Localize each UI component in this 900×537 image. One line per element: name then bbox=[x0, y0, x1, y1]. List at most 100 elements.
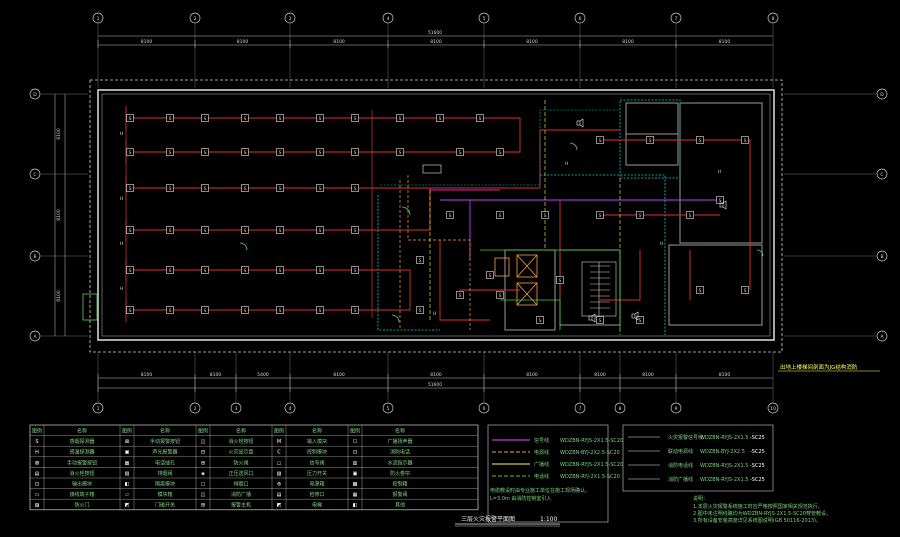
column-label-top: 8 bbox=[772, 16, 775, 22]
smoke-detector: S bbox=[316, 114, 324, 122]
legend-header: 图例 bbox=[198, 428, 208, 435]
legend-header: 图例 bbox=[32, 428, 42, 435]
svg-text:S: S bbox=[399, 116, 402, 122]
legend-name: 火灾显示盘 bbox=[228, 449, 253, 456]
cable-legend-box-1 bbox=[487, 424, 609, 523]
legend-name: 门磁开关 bbox=[155, 502, 175, 509]
legend-symbol: ▱ bbox=[125, 492, 129, 498]
column-label-top: 7 bbox=[675, 16, 678, 22]
column-label-top: 5 bbox=[483, 16, 486, 22]
smoke-detector: S bbox=[316, 148, 324, 156]
svg-text:S: S bbox=[129, 268, 132, 274]
smoke-detector: S bbox=[556, 276, 564, 284]
svg-text:S: S bbox=[129, 186, 132, 192]
speaker-icon bbox=[588, 313, 596, 323]
row-label: B bbox=[880, 254, 883, 260]
smoke-detector: S bbox=[241, 184, 249, 192]
heat-detector: H bbox=[120, 131, 123, 137]
legend-symbol: ▤ bbox=[277, 492, 282, 498]
svg-text:S: S bbox=[279, 308, 282, 314]
svg-text:S: S bbox=[169, 186, 172, 192]
legend-name: 控制模块 bbox=[307, 449, 327, 456]
cable-suffix: -SC25 bbox=[750, 477, 765, 483]
column-bubble-top bbox=[284, 12, 296, 24]
heat-detector: H bbox=[565, 161, 568, 167]
smoke-detector: S bbox=[276, 148, 284, 156]
smoke-detector: S bbox=[436, 114, 444, 122]
column-bubble-top bbox=[478, 12, 490, 24]
cable-spec: WDZBN-RYJS-2X1.5 bbox=[700, 463, 748, 469]
svg-text:S: S bbox=[204, 116, 207, 122]
legend-symbol: ▥ bbox=[353, 460, 358, 466]
svg-text:S: S bbox=[169, 150, 172, 156]
smoke-detector: S bbox=[316, 266, 324, 274]
column-label-bottom: 4 bbox=[289, 406, 292, 412]
smoke-detector: S bbox=[636, 211, 644, 219]
smoke-detector: S bbox=[596, 211, 604, 219]
legend-name: 排烟阀 bbox=[157, 470, 172, 477]
legend-symbol: ▦ bbox=[125, 460, 130, 466]
smoke-detector: S bbox=[201, 306, 209, 314]
legend-symbol: ◈ bbox=[201, 471, 205, 477]
smoke-detector: S bbox=[316, 306, 324, 314]
cable-legend-box-2 bbox=[622, 424, 774, 492]
legend-symbol: ◫ bbox=[201, 439, 206, 445]
legend-symbol: ◫ bbox=[201, 492, 206, 498]
signal-trunk-line bbox=[372, 117, 521, 153]
svg-text:S: S bbox=[319, 186, 322, 192]
svg-text:S: S bbox=[544, 213, 547, 219]
column-bubble-bottom bbox=[284, 402, 296, 414]
legend-name: 排烟口 bbox=[233, 481, 248, 488]
svg-text:S: S bbox=[699, 288, 702, 294]
smoke-detector: S bbox=[351, 266, 359, 274]
row-label: A bbox=[33, 334, 37, 340]
legend-symbol: ⊠ bbox=[125, 439, 129, 445]
smoke-detector: S bbox=[166, 226, 174, 234]
smoke-detector: S bbox=[536, 316, 544, 324]
legend-symbol: ⊠ bbox=[35, 460, 39, 466]
legend-name: 报警主机 bbox=[231, 502, 251, 509]
design-note: 3.所有设备安装高度详见系统图说明(GB 50116-2013)。 bbox=[693, 517, 821, 524]
legend-symbol: S bbox=[35, 439, 38, 445]
cable-label: 消防广播线 bbox=[668, 476, 693, 483]
legend-name: 控制箱 bbox=[392, 481, 407, 488]
smoke-detector: S bbox=[276, 114, 284, 122]
column-label-bottom: 7 bbox=[579, 406, 582, 412]
svg-text:S: S bbox=[204, 150, 207, 156]
svg-text:S: S bbox=[279, 116, 282, 122]
svg-text:S: S bbox=[399, 150, 402, 156]
svg-text:S: S bbox=[244, 116, 247, 122]
cable-note: L=3.0m 由消防控制室引入 bbox=[490, 495, 551, 502]
column-label-bottom: 9 bbox=[675, 406, 678, 412]
row-bubble bbox=[876, 168, 888, 180]
legend-symbol: ⊟ bbox=[201, 450, 205, 456]
svg-text:S: S bbox=[744, 288, 747, 294]
row-bubble bbox=[876, 330, 888, 342]
drawing-scale: 1:100 bbox=[540, 516, 557, 523]
smoke-detector: S bbox=[496, 291, 504, 299]
legend-name: 感温探测器 bbox=[69, 449, 94, 456]
bottom-dimension: 5400 bbox=[257, 372, 269, 378]
legend-name: 其他 bbox=[395, 502, 405, 509]
svg-text:S: S bbox=[354, 150, 357, 156]
legend-header: 名称 bbox=[77, 428, 87, 435]
row-bubble bbox=[876, 250, 888, 262]
heat-detector: H bbox=[120, 286, 123, 292]
svg-text:S: S bbox=[129, 228, 132, 234]
svg-text:S: S bbox=[169, 268, 172, 274]
column-bubble-bottom bbox=[382, 402, 394, 414]
smoke-detector: S bbox=[276, 306, 284, 314]
legend-symbol: ◩ bbox=[125, 503, 130, 509]
row-bubble bbox=[29, 250, 41, 262]
bottom-dimension: 8100 bbox=[430, 372, 442, 378]
smoke-detector: S bbox=[696, 136, 704, 144]
cable-suffix: -SC25 bbox=[750, 449, 765, 455]
entry-box bbox=[82, 293, 98, 321]
top-dimension: 8100 bbox=[430, 39, 442, 45]
svg-text:S: S bbox=[319, 308, 322, 314]
legend-symbol: ◧ bbox=[125, 482, 130, 488]
column-label-top: 3 bbox=[289, 16, 292, 22]
legend-symbol: ▩ bbox=[353, 482, 358, 488]
column-label-bottom: 1 bbox=[97, 406, 100, 412]
